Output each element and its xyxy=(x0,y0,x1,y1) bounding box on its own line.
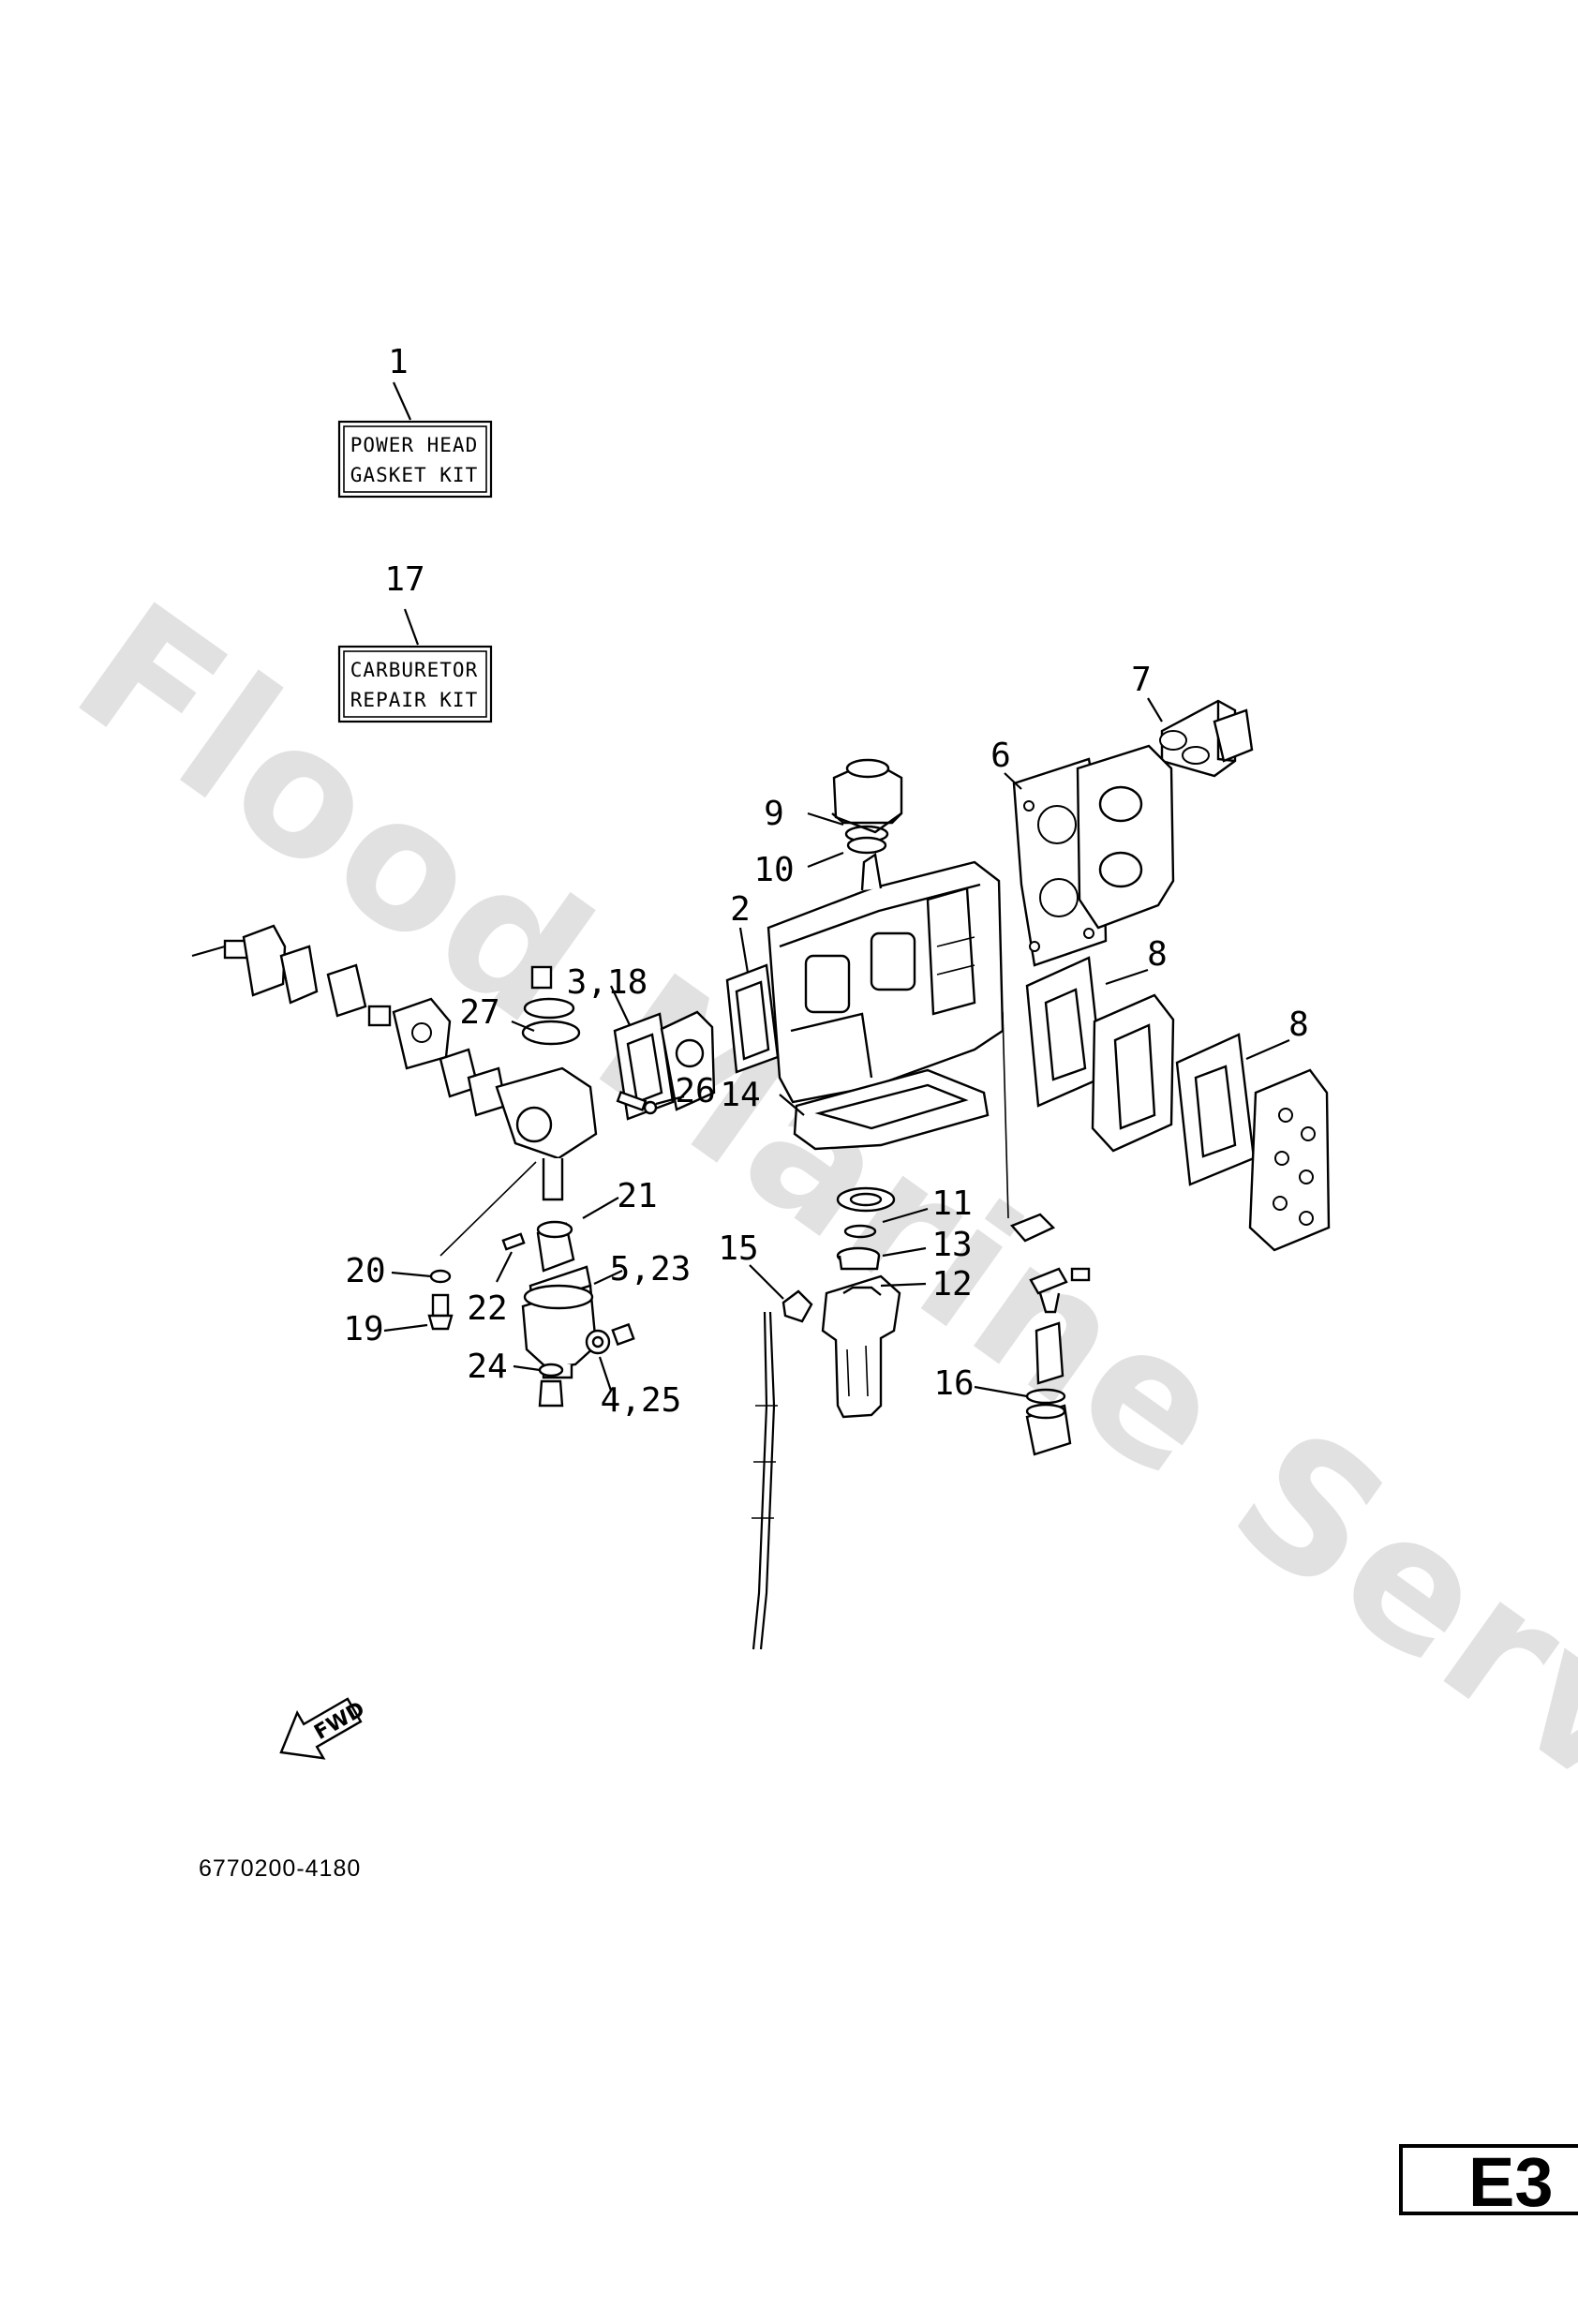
part-19-bolt xyxy=(427,1293,454,1331)
callout-6: 6 xyxy=(990,737,1011,775)
page-section-tab: E3 xyxy=(1399,2144,1578,2215)
callout-10: 10 xyxy=(753,851,794,889)
callout-11: 11 xyxy=(931,1184,972,1223)
part-10-thermostat xyxy=(846,836,887,855)
part-22-pin xyxy=(501,1232,526,1251)
part-8-gasket-b xyxy=(1175,1033,1256,1186)
callout-8-b: 8 xyxy=(1288,1006,1309,1044)
callout-8-a: 8 xyxy=(1147,935,1168,974)
carburetor-assembly xyxy=(191,924,598,1201)
part-13-bearing xyxy=(836,1246,881,1271)
kit-17-line2: REPAIR KIT xyxy=(350,689,478,711)
part-11-oil-seal xyxy=(836,1186,896,1213)
callout-9: 9 xyxy=(764,795,784,833)
callout-21: 21 xyxy=(617,1177,657,1215)
part-26-screw xyxy=(616,1090,658,1115)
part-21-pump-body xyxy=(536,1220,575,1273)
diagram-part-number: 6770200-4180 xyxy=(199,1855,362,1882)
callout-5-23: 5,23 xyxy=(610,1250,692,1289)
part-7-fitting xyxy=(1159,699,1254,778)
part-3-gasket xyxy=(613,1012,675,1121)
kit-17-line1: CARBURETOR xyxy=(350,659,478,681)
part-16-oring xyxy=(1025,1388,1066,1405)
part-15-shift-rod xyxy=(752,1289,813,1650)
part-24-oring xyxy=(538,1363,564,1408)
part-3-plate xyxy=(660,1010,716,1111)
part-6-cover xyxy=(1076,744,1175,930)
kit-1-line1: POWER HEAD xyxy=(350,434,478,456)
part-16-water-tube xyxy=(1009,1213,1091,1385)
part-14-base-gasket xyxy=(793,1068,990,1151)
page-tab-label: E3 xyxy=(1468,2144,1554,2215)
callout-27: 27 xyxy=(459,993,499,1032)
callout-22: 22 xyxy=(467,1289,507,1328)
kit-1-line2: GASKET KIT xyxy=(350,464,478,486)
callout-4-25: 4,25 xyxy=(601,1381,682,1420)
carburetor-repair-kit-box: CARBURETOR REPAIR KIT 17 xyxy=(337,560,493,723)
part-16-grommet xyxy=(1025,1403,1072,1456)
callout-26: 26 xyxy=(675,1072,715,1110)
part-12-lower-housing xyxy=(821,1274,901,1419)
forward-direction-arrow: FWD xyxy=(279,1697,369,1760)
part-8-reed-plate xyxy=(1091,993,1175,1153)
callout-2: 2 xyxy=(730,890,751,929)
callout-14: 14 xyxy=(720,1076,760,1114)
part-4-bolt-washer xyxy=(585,1322,635,1355)
part-5-fuel-filter-cup xyxy=(521,1265,598,1379)
part-8-cover-plate xyxy=(1248,1068,1331,1252)
part-9-thermostat-cover xyxy=(831,758,903,834)
callout-7: 7 xyxy=(1131,661,1152,699)
part-11-oring xyxy=(843,1224,877,1239)
callout-12: 12 xyxy=(931,1265,972,1304)
callout-15: 15 xyxy=(718,1229,758,1268)
part-27-float-bowl-gasket xyxy=(521,965,581,1046)
callout-20: 20 xyxy=(345,1252,385,1290)
callout-13: 13 xyxy=(931,1226,972,1264)
part-8-gasket-a xyxy=(1025,956,1104,1108)
callout-16: 16 xyxy=(933,1364,974,1403)
part-2-gasket xyxy=(725,963,780,1074)
part-20-washer xyxy=(429,1269,452,1284)
callout-19: 19 xyxy=(343,1310,383,1348)
callout-1: 1 xyxy=(388,343,409,381)
power-head-block xyxy=(767,852,1005,1104)
callout-24: 24 xyxy=(467,1348,507,1386)
callout-17: 17 xyxy=(384,560,424,599)
power-head-gasket-kit-box: POWER HEAD GASKET KIT 1 xyxy=(337,343,493,499)
callout-3-18: 3,18 xyxy=(567,963,648,1002)
